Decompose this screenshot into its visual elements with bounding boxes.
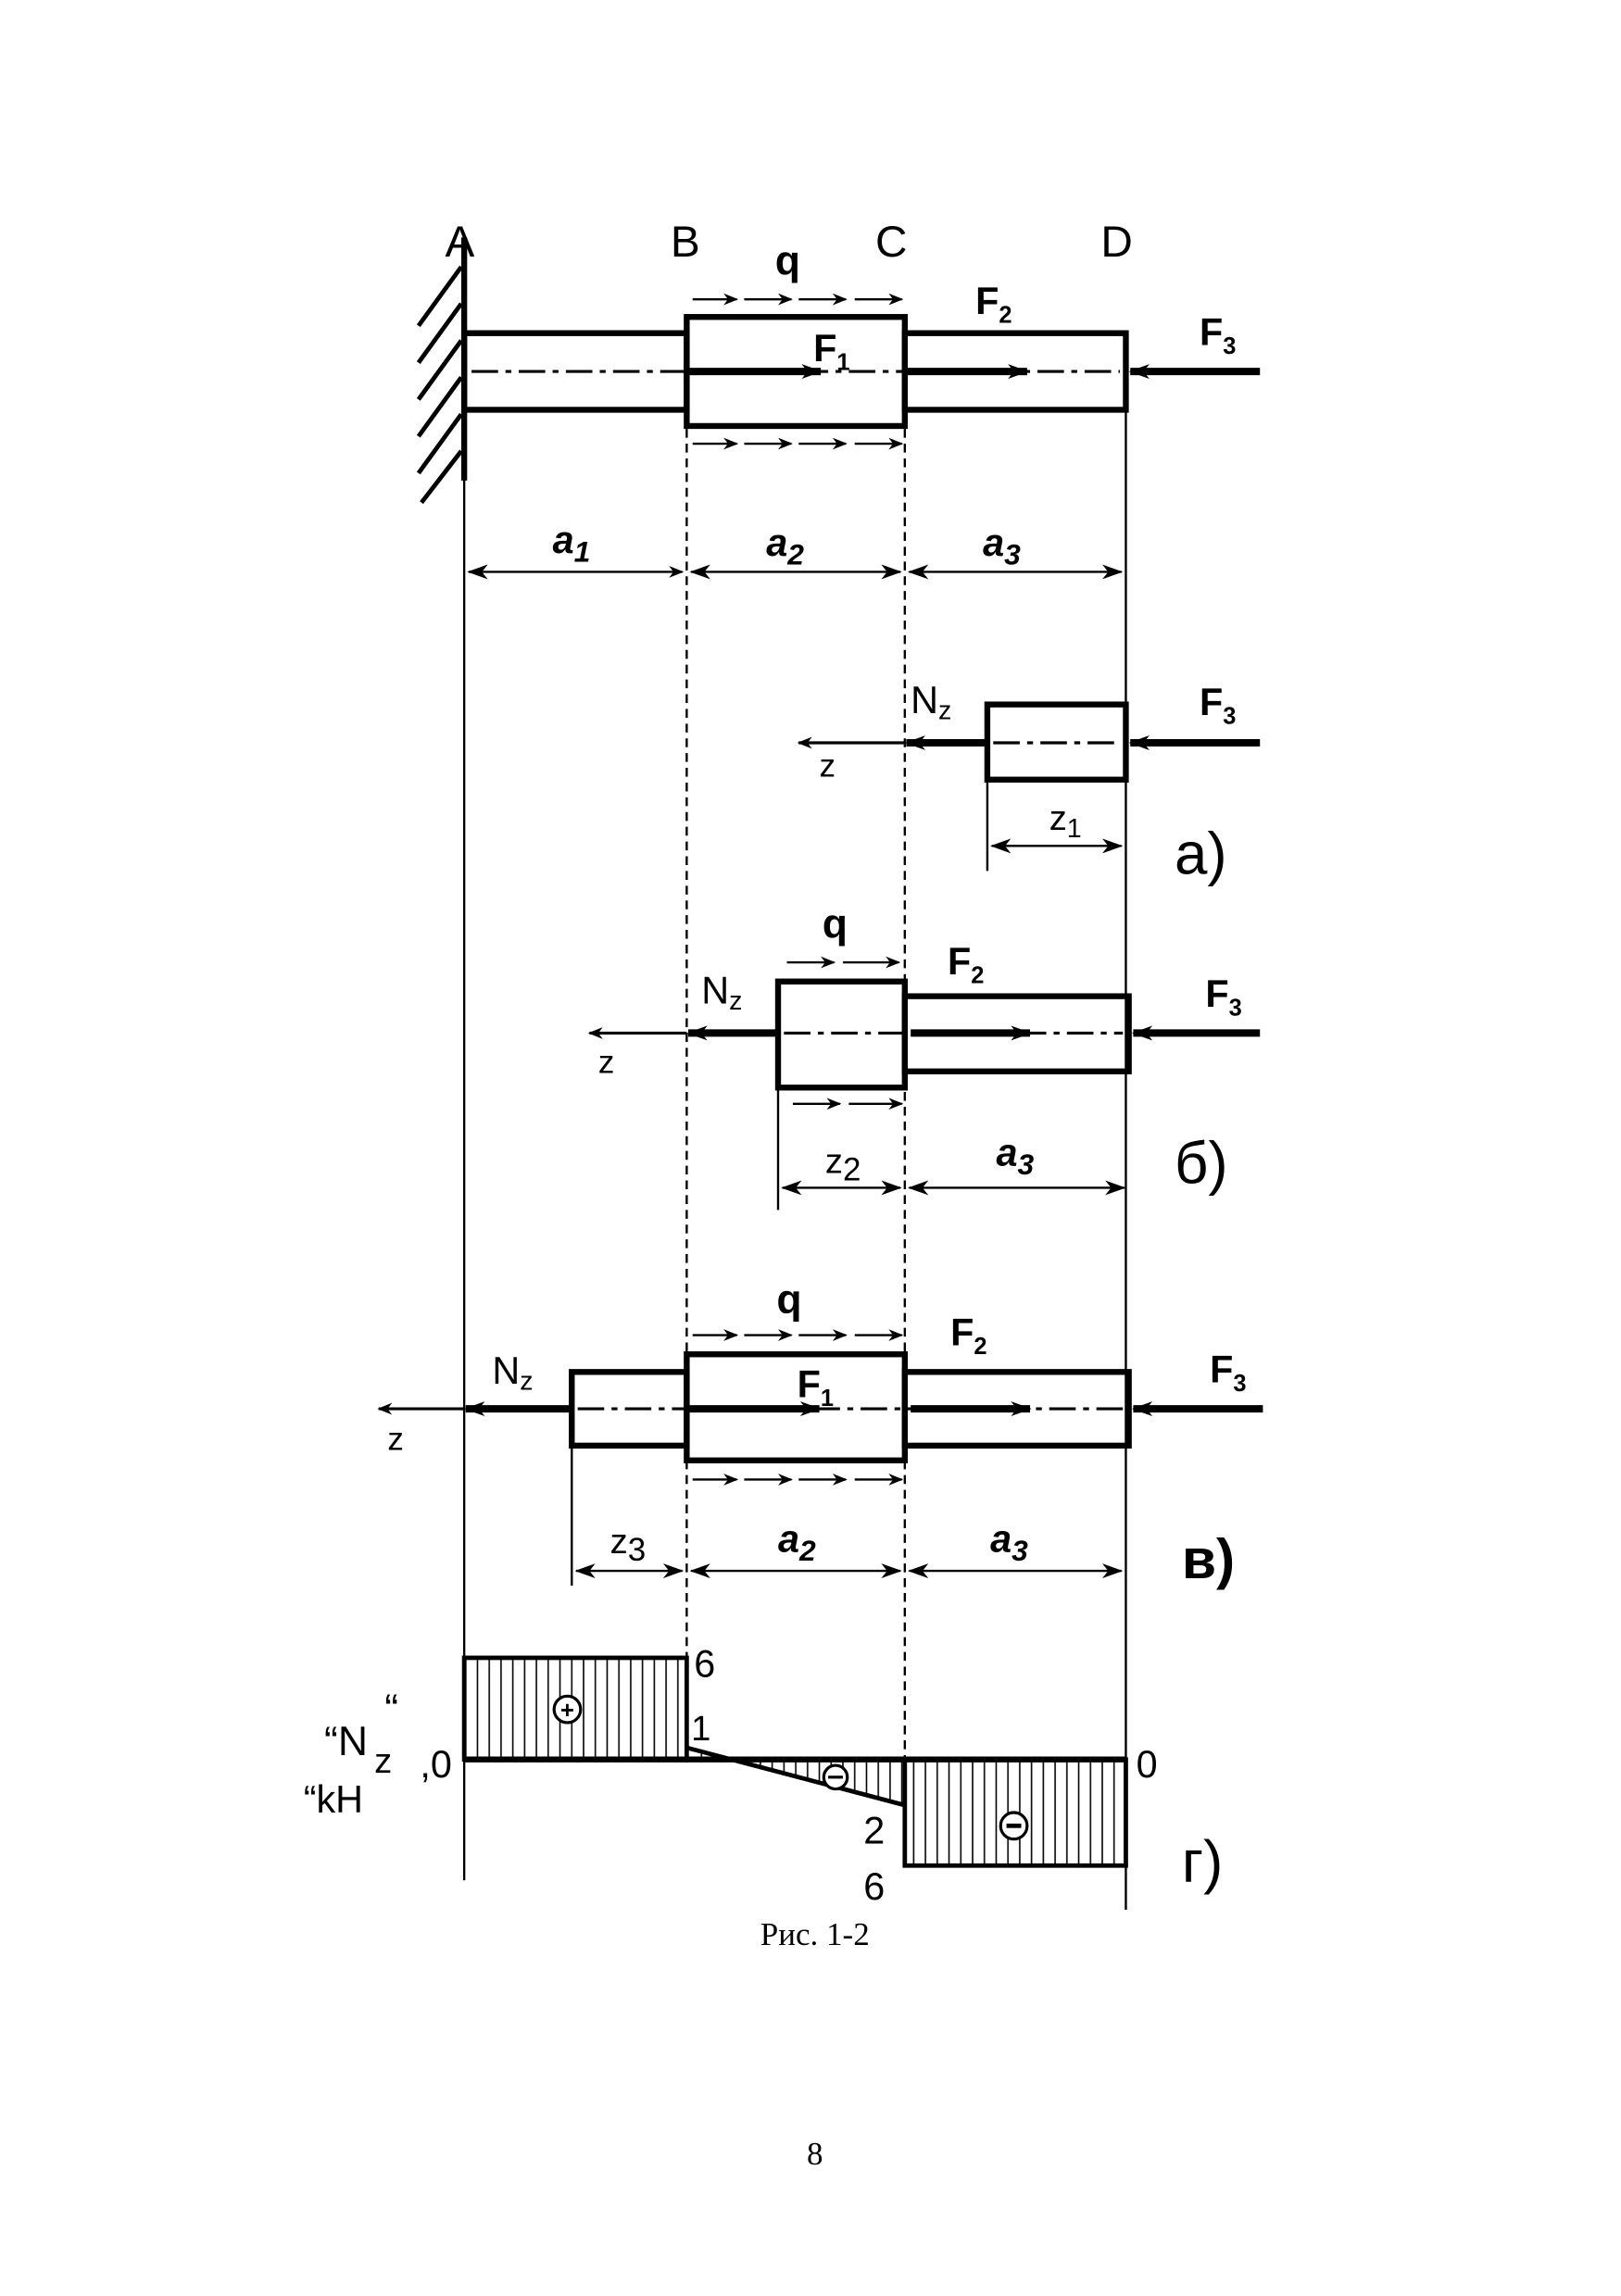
diagram-value-2: 2 <box>863 1809 885 1851</box>
label-a2-v: a2 <box>778 1517 816 1567</box>
subfigure-label-a: а) <box>1175 822 1227 887</box>
label-F2-b: F2 <box>948 940 984 989</box>
label-q-v: q <box>776 1277 801 1323</box>
label-z-axis-b: z <box>598 1044 615 1080</box>
diagram-axis-label-unit: “kH <box>304 1778 363 1821</box>
subfigure-label-v: в) <box>1182 1527 1235 1590</box>
label-z2: z2 <box>825 1142 861 1188</box>
subfigure-b <box>587 956 1261 1211</box>
diagram-zero-right: 0 <box>1137 1743 1158 1786</box>
label-F2: F2 <box>975 280 1012 329</box>
label-z-axis-v: z <box>387 1422 404 1458</box>
label-F3: F3 <box>1200 310 1236 359</box>
page-number: 8 <box>807 2136 823 2172</box>
main-bar <box>460 293 1261 450</box>
label-F2-v: F2 <box>950 1311 986 1361</box>
diagram-value-6-bottom: 6 <box>863 1865 885 1908</box>
diagram-axis-label-z: z <box>374 1741 392 1781</box>
label-a2: a2 <box>766 521 804 571</box>
diagram-axis-label-quote: “ <box>384 1687 398 1732</box>
subfigure-label-g: г) <box>1182 1829 1223 1895</box>
minus-sign-icon <box>999 1811 1029 1841</box>
diagram-value-1: 1 <box>691 1709 710 1749</box>
label-a1: a1 <box>553 519 591 569</box>
minus-sign-icon <box>822 1763 849 1791</box>
fixed-support-wall <box>416 237 468 505</box>
diagram-value-6-top: 6 <box>694 1643 715 1686</box>
label-Nz-v: Nz <box>492 1349 533 1396</box>
label-F3-v: F3 <box>1210 1348 1246 1397</box>
label-z3: z3 <box>610 1522 647 1568</box>
svg-text:+: + <box>560 1698 574 1724</box>
label-A: A <box>445 218 474 267</box>
subfigure-label-b: б) <box>1175 1131 1228 1197</box>
label-z1: z1 <box>1049 798 1082 844</box>
subfigure-v <box>377 1329 1263 1586</box>
label-z-axis-a: z <box>820 748 836 784</box>
label-F3-b: F3 <box>1205 972 1241 1022</box>
label-a3-b: a3 <box>996 1132 1034 1182</box>
label-q: q <box>775 238 800 283</box>
distributed-load-q <box>692 293 904 450</box>
label-B: B <box>671 218 700 267</box>
label-a3: a3 <box>983 521 1021 571</box>
label-D: D <box>1100 218 1132 267</box>
label-q-b: q <box>823 901 848 947</box>
label-C: C <box>875 218 907 267</box>
plus-sign-icon: + <box>552 1694 583 1725</box>
diagram-axis-label-N: “N <box>324 1719 368 1764</box>
label-F3-a: F3 <box>1200 681 1236 730</box>
axial-force-diagram: + <box>461 1655 1128 1868</box>
diagram-zero-left: ,0 <box>420 1743 451 1786</box>
label-F1: F1 <box>813 327 849 376</box>
label-F1-v: F1 <box>798 1362 834 1411</box>
label-Nz-b: Nz <box>701 970 742 1016</box>
label-Nz-a: Nz <box>911 679 951 725</box>
figure-caption: Рис. 1-2 <box>760 1916 870 1952</box>
label-a3-v: a3 <box>990 1517 1028 1567</box>
subfigure-a <box>797 701 1261 872</box>
